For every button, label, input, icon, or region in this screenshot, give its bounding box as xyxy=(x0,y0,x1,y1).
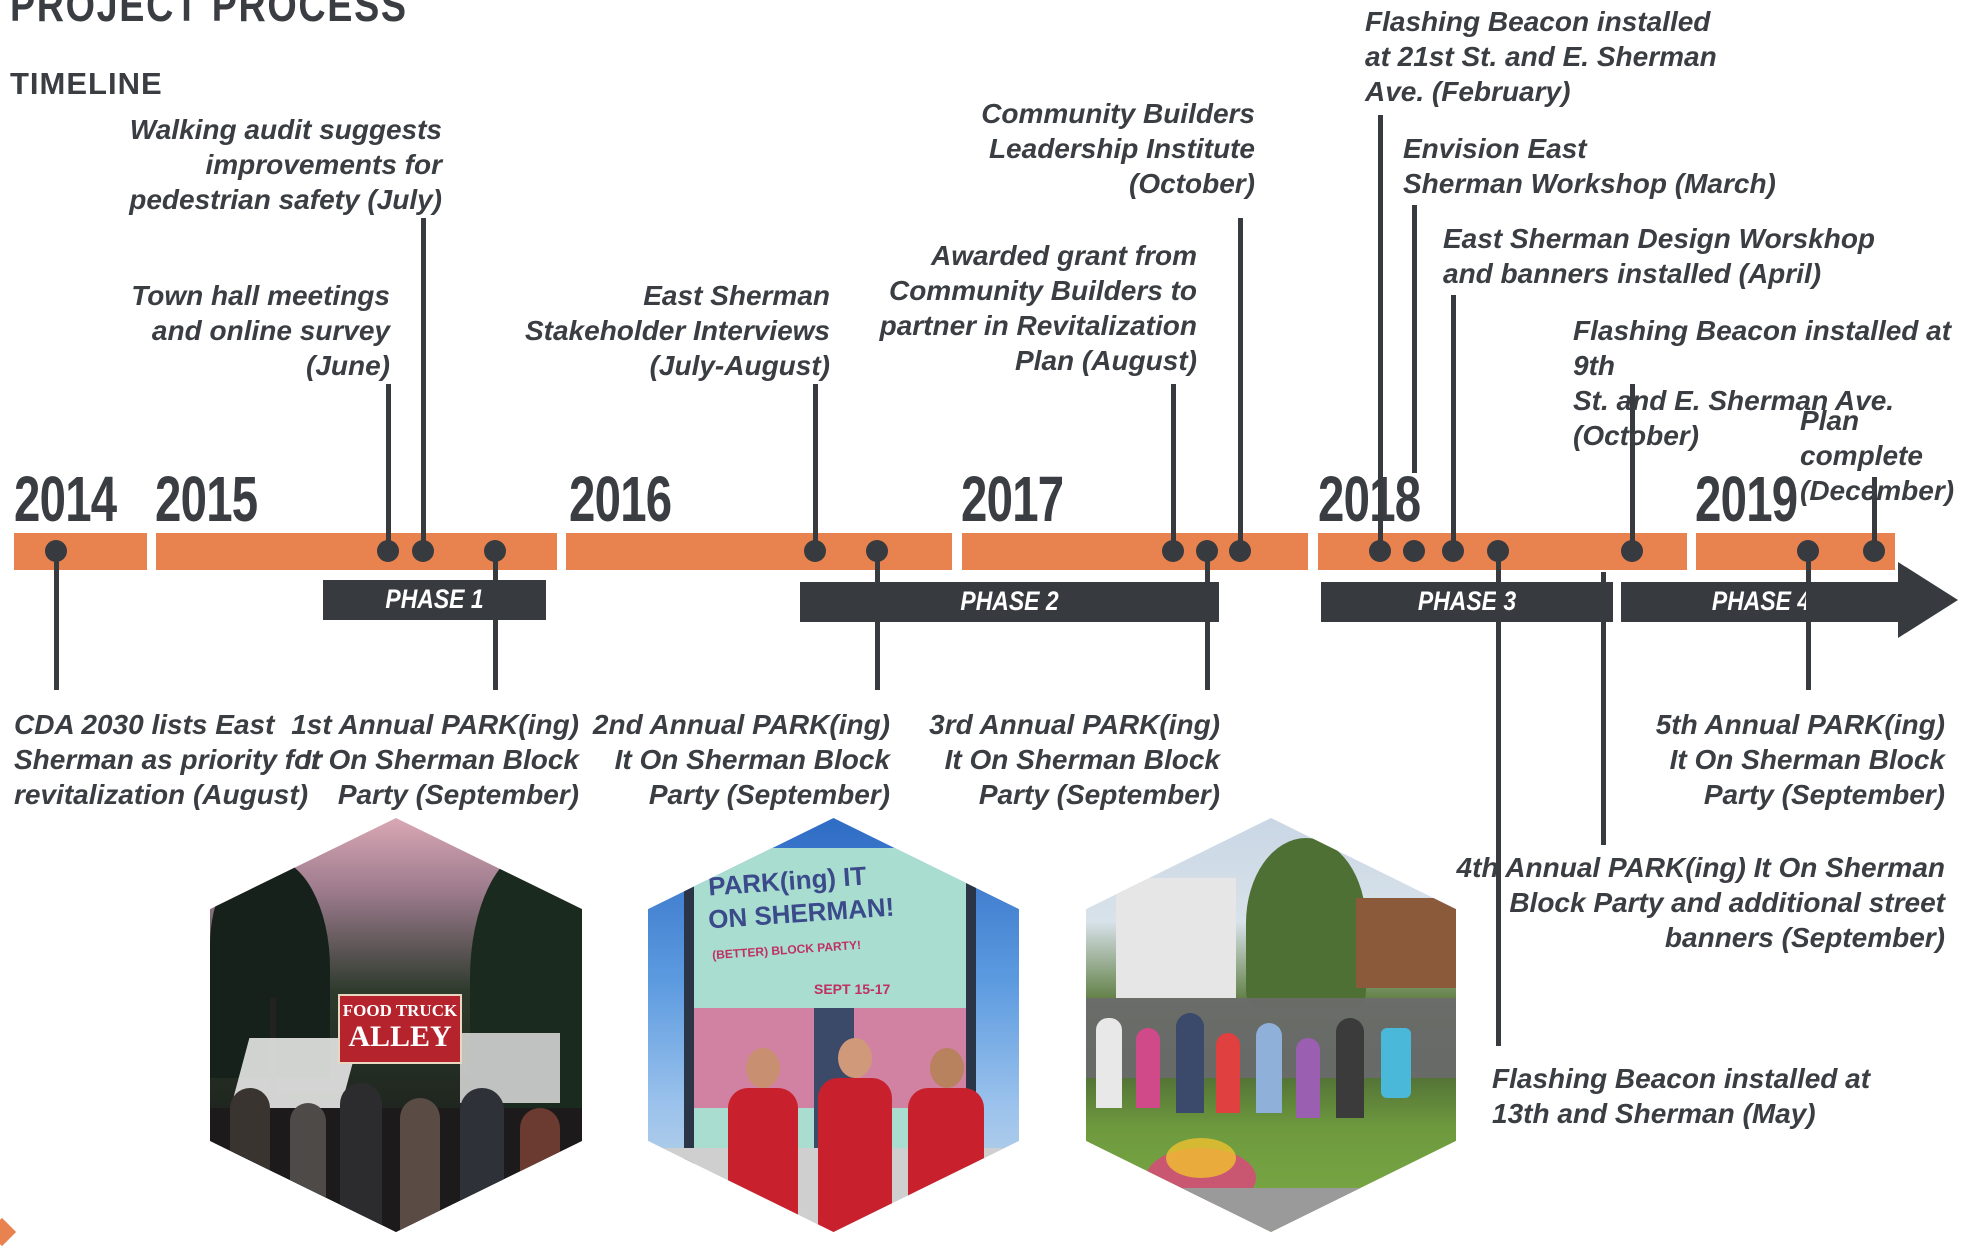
timeline-dot xyxy=(1797,540,1819,562)
phase-label: PHASE 4 xyxy=(1711,586,1811,616)
page-title: PROJECT PROCESS xyxy=(10,0,408,31)
connector-line xyxy=(1451,295,1456,549)
photo-food-truck-alley: FOOD TRUCK ALLEY xyxy=(210,818,582,1232)
timeline-dot xyxy=(1442,540,1464,562)
event-label: Town hall meetings and online survey (Ju… xyxy=(131,280,390,381)
event-label: East Sherman Design Worskhop and banners… xyxy=(1443,223,1876,289)
phase-bar-4: PHASE 4 xyxy=(1621,582,1901,622)
connector-line xyxy=(813,384,818,549)
banner-date: SEPT 15-17 xyxy=(814,981,891,997)
event-label: East Sherman Stakeholder Interviews (Jul… xyxy=(524,280,830,381)
person-3 xyxy=(908,1048,984,1232)
event-label: Walking audit suggests improvements for … xyxy=(129,114,442,215)
timeline-dot xyxy=(484,540,506,562)
event-label: 3rd Annual PARK(ing) It On Sherman Block… xyxy=(929,709,1220,810)
timeline-segment-2017 xyxy=(962,533,1308,570)
banner-line-1: PARK(ing) IT xyxy=(707,860,868,902)
connector-line xyxy=(1412,205,1417,473)
year-label: 2018 xyxy=(1318,463,1421,535)
connector-line xyxy=(1205,549,1210,690)
event-label: Community Builders Leadership Institute … xyxy=(981,98,1255,199)
timeline-dot xyxy=(1487,540,1509,562)
phase-bar-1: PHASE 1 xyxy=(323,580,546,620)
connector-line xyxy=(1630,384,1635,549)
timeline-dot xyxy=(1403,540,1425,562)
timeline-dot xyxy=(804,540,826,562)
year-label: 2019 xyxy=(1695,463,1798,535)
timeline-segment-2014 xyxy=(14,533,147,570)
timeline-dot xyxy=(1863,540,1885,562)
sign-line-1: FOOD TRUCK xyxy=(342,1001,458,1020)
connector-line xyxy=(1238,218,1243,549)
year-label: 2017 xyxy=(961,463,1064,535)
photo-block-party-crowd xyxy=(1086,818,1456,1232)
event-label: CDA 2030 lists East Sherman as priority … xyxy=(14,709,323,810)
timeline-dot xyxy=(1229,540,1251,562)
timeline-dot xyxy=(1621,540,1643,562)
event-label: 4th Annual PARK(ing) It On Sherman Block… xyxy=(1456,852,1945,953)
event-label: Envision East Sherman Workshop (March) xyxy=(1403,133,1776,199)
timeline-segment-2016 xyxy=(566,533,952,570)
person-1 xyxy=(728,1048,798,1232)
connector-line xyxy=(1171,384,1176,549)
event-label: Flashing Beacon installed at 9th St. and… xyxy=(1573,315,1952,451)
phase-label: PHASE 1 xyxy=(385,584,484,614)
event-label: 2nd Annual PARK(ing) It On Sherman Block… xyxy=(592,709,890,810)
connector-line xyxy=(1806,549,1811,690)
timeline-dot xyxy=(1369,540,1391,562)
connector-line xyxy=(1378,115,1383,549)
event-label: 1st Annual PARK(ing) It On Sherman Block… xyxy=(291,709,579,810)
timeline-dot xyxy=(866,540,888,562)
timeline-dot xyxy=(1162,540,1184,562)
year-label: 2016 xyxy=(569,463,672,535)
connector-line xyxy=(875,549,880,690)
year-label: 2015 xyxy=(155,463,258,535)
phase-bar-2: PHASE 2 xyxy=(800,582,1219,622)
connector-line xyxy=(421,218,426,549)
event-label: Plan complete (December) xyxy=(1800,405,1955,506)
phase-bar-3: PHASE 3 xyxy=(1321,582,1613,622)
phase-label: PHASE 2 xyxy=(960,586,1059,616)
timeline-segment-2019 xyxy=(1696,533,1895,570)
event-label: Awarded grant from Community Builders to… xyxy=(879,240,1197,376)
timeline-dot xyxy=(45,540,67,562)
event-label: Flashing Beacon installed at 13th and Sh… xyxy=(1492,1063,1871,1129)
timeline-dot xyxy=(377,540,399,562)
phase-label: PHASE 3 xyxy=(1417,586,1517,616)
year-label: 2014 xyxy=(14,463,117,535)
sign-line-2: ALLEY xyxy=(348,1020,452,1053)
connector-line xyxy=(54,549,59,690)
timeline-dot xyxy=(412,540,434,562)
timeline-dot xyxy=(1196,540,1218,562)
connector-line xyxy=(1601,572,1606,845)
banner-line-3: (BETTER) BLOCK PARTY! xyxy=(711,937,862,963)
connector-line xyxy=(1872,477,1877,549)
food-truck-sign: FOOD TRUCK ALLEY xyxy=(338,994,462,1064)
section-label: TIMELINE xyxy=(10,66,163,101)
timeline-arrow-icon xyxy=(1898,562,1958,638)
photo-park-ing-banner: PARK(ing) IT ON SHERMAN! (BETTER) BLOCK … xyxy=(648,818,1019,1232)
event-label: Flashing Beacon installed at 21st St. an… xyxy=(1365,6,1717,107)
connector-line xyxy=(493,549,498,690)
event-label: 5th Annual PARK(ing) It On Sherman Block… xyxy=(1655,709,1945,810)
connector-line xyxy=(1496,549,1501,1046)
person-2 xyxy=(818,1038,892,1232)
connector-line xyxy=(386,384,391,549)
